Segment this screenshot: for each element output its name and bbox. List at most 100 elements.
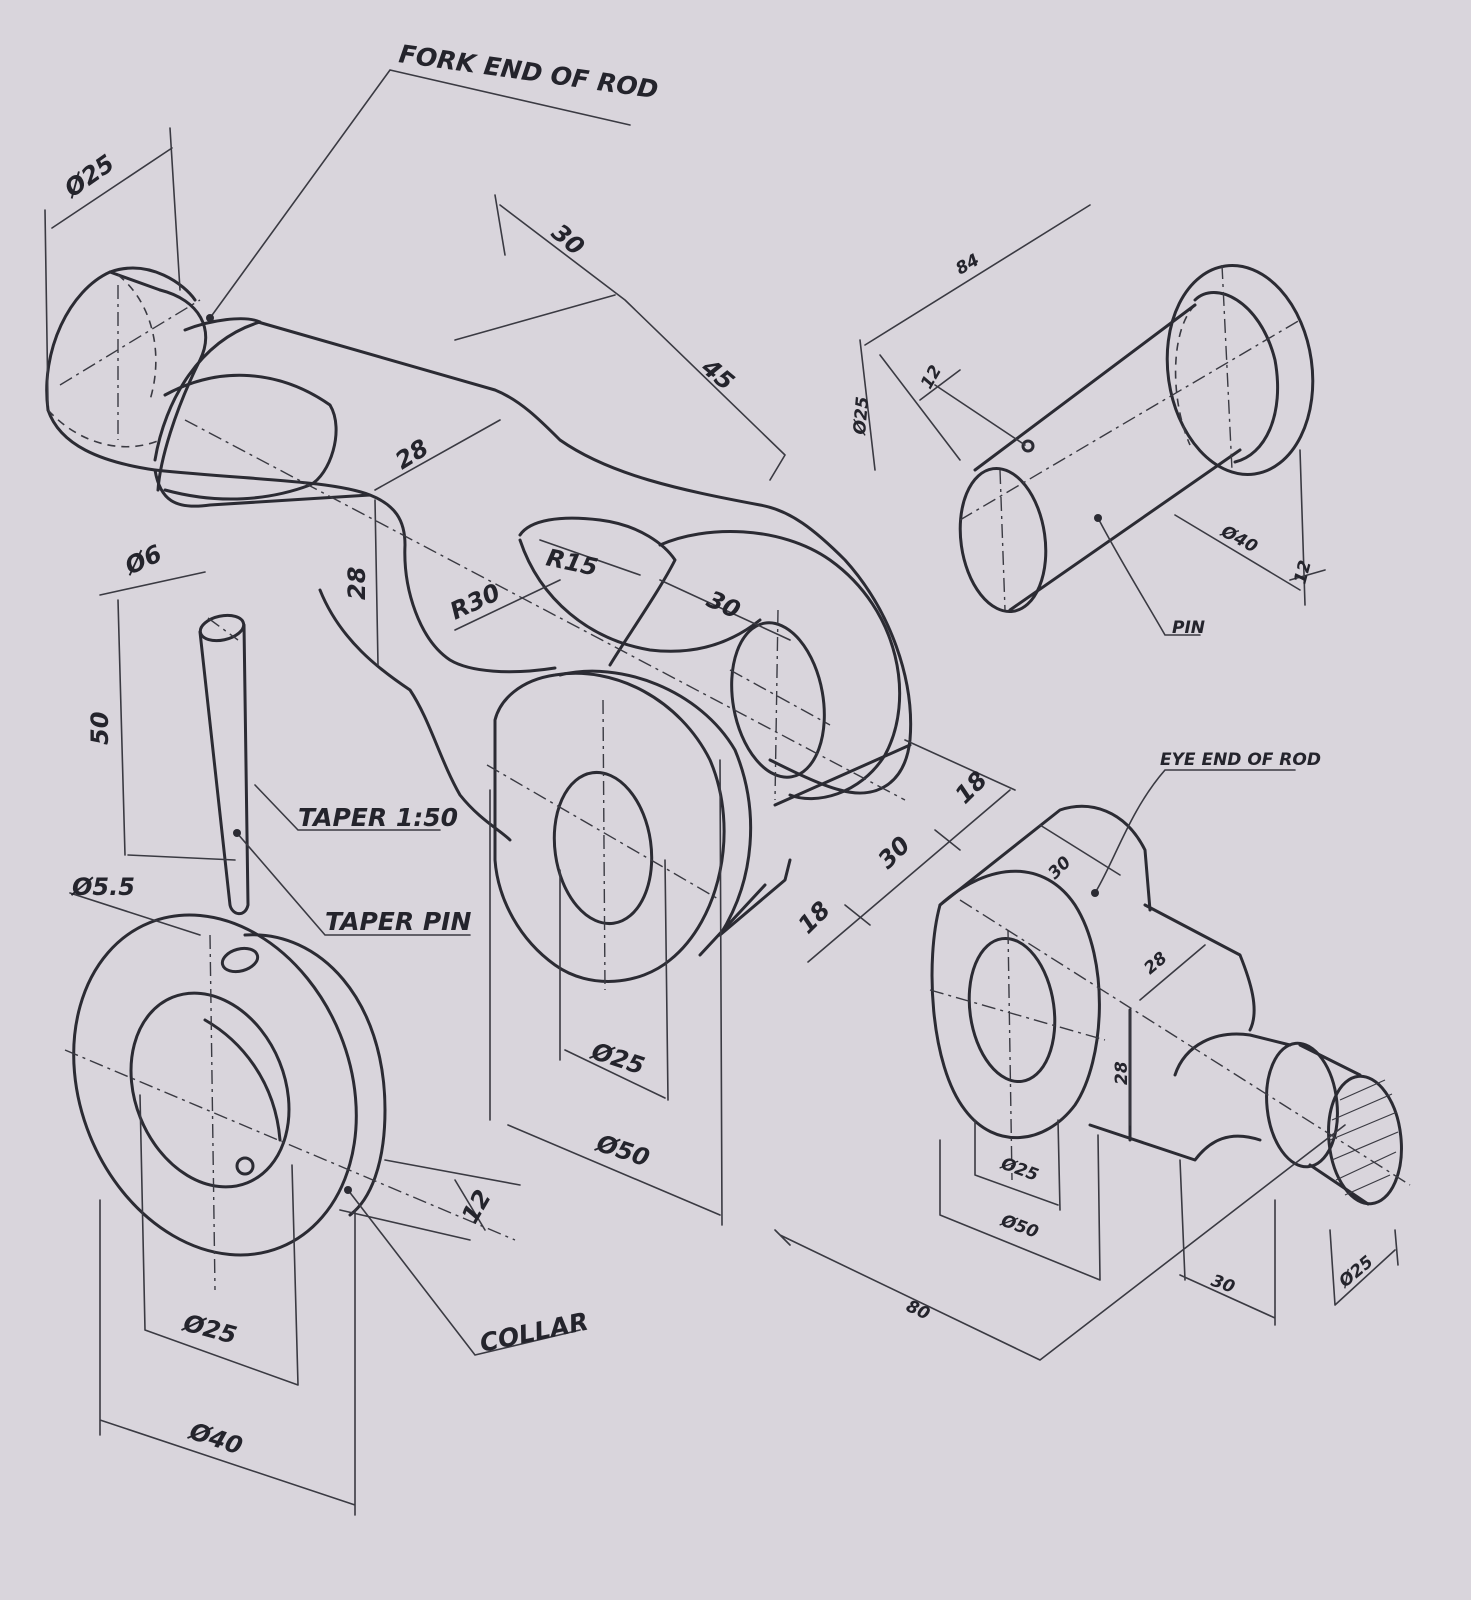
fork-28-side-text: 28 xyxy=(343,567,371,600)
pin xyxy=(859,204,1326,636)
fork-18-a-text: 18 xyxy=(949,766,992,809)
fork-bore25-text: Ø25 xyxy=(586,1036,648,1080)
collar-bore-inner xyxy=(203,1018,282,1142)
fork-web-curve xyxy=(318,588,512,842)
pin-axis xyxy=(959,264,1301,611)
pin-leader-dot xyxy=(1094,514,1102,522)
eye-80-text: 80 xyxy=(903,1296,933,1324)
taper-pin xyxy=(99,571,471,936)
fork-front-boss-side xyxy=(558,669,767,957)
collar-hole-text: Ø5.5 xyxy=(70,873,135,901)
eye-end-label: EYE END OF ROD xyxy=(1160,750,1321,770)
fork-front-boss-outer xyxy=(493,671,726,983)
collar-leader xyxy=(347,1189,581,1356)
pin-shank-body xyxy=(973,303,1242,612)
fork-arm-outline xyxy=(153,320,913,795)
fork-collar-ring xyxy=(153,288,262,492)
collar-bore25-text: Ø25 xyxy=(179,1308,240,1349)
collar-side xyxy=(243,933,387,1217)
eye-leader xyxy=(1094,769,1296,894)
eye-bore25-text: Ø25 xyxy=(997,1154,1041,1186)
fork-dia25-text: Ø25 xyxy=(58,149,120,204)
fork-r15-text: R15 xyxy=(544,543,601,581)
eye-centre-lines xyxy=(929,929,1106,1181)
collar-leader-dot xyxy=(344,1186,352,1194)
eye-leader-dot xyxy=(1091,889,1099,897)
eye-boss50-text: Ø50 xyxy=(997,1211,1041,1243)
fork-30-text: 30 xyxy=(546,218,590,261)
fork-28-top-text: 28 xyxy=(390,434,433,475)
taper-ratio-label: TAPER 1:50 xyxy=(298,803,458,832)
eye-rod-end xyxy=(1327,1074,1403,1206)
fork-rod-body xyxy=(46,270,162,472)
pin-leader xyxy=(1097,517,1201,636)
fork-main-axis xyxy=(184,419,906,801)
fork-end-label: FORK END OF ROD xyxy=(397,39,660,104)
pin-head40-text: Ø40 xyxy=(1217,521,1261,557)
fork-front-boss-centre xyxy=(486,699,721,991)
eye-boss-top xyxy=(938,804,1152,912)
collar-pin-hole xyxy=(220,946,260,974)
collar-outer-face xyxy=(72,913,358,1257)
fork-rod-end-face xyxy=(45,266,197,412)
fork-end-of-rod xyxy=(45,69,913,991)
fork-boss50-text: Ø50 xyxy=(591,1128,653,1172)
taper-50-text: 50 xyxy=(86,712,114,745)
fork-30-hole-text: 30 xyxy=(702,585,744,624)
taper-pin-axis xyxy=(207,617,239,641)
taper-pin-dims xyxy=(99,571,471,936)
taper-pin-top xyxy=(198,613,246,643)
fork-rod-axis xyxy=(59,285,201,440)
eye-end-of-rod xyxy=(774,769,1411,1361)
fork-front-boss-hole xyxy=(552,770,654,926)
pin-12-b-text: 12 xyxy=(1291,558,1316,586)
pin-dia25-text: Ø25 xyxy=(850,396,873,437)
eye-rod-hatching xyxy=(1329,1079,1399,1196)
fork-leader-dot xyxy=(209,69,631,319)
eye-28-side-text: 28 xyxy=(1112,1061,1132,1085)
pin-dim-lines xyxy=(859,204,1326,606)
eye-bore xyxy=(967,936,1057,1084)
fork-rod-slot xyxy=(163,373,338,501)
pin-hole-mark xyxy=(1021,439,1035,453)
dimension-texts: Ø25 30 45 28 28 R15 R30 30 18 30 18 Ø25 … xyxy=(58,149,1378,1460)
collar-dims xyxy=(69,892,521,1516)
eye-28-top-text: 28 xyxy=(1140,948,1171,979)
eye-dims xyxy=(774,824,1399,1361)
collar-centre-mark xyxy=(235,1156,255,1176)
eye-main-axis xyxy=(959,899,1411,1186)
fork-leader-dot-mark xyxy=(206,314,214,322)
taper-pin-body xyxy=(198,623,250,916)
eye-shank xyxy=(1088,903,1262,1162)
pin-12-a-text: 12 xyxy=(917,362,946,393)
fork-lower-edge xyxy=(718,743,912,937)
pin-head-face xyxy=(1165,264,1315,476)
pin-head-inner xyxy=(1193,291,1280,464)
collar-bore xyxy=(129,991,291,1189)
fork-45-text: 45 xyxy=(695,353,739,397)
pin-head-hidden xyxy=(1174,304,1196,446)
taper-pin-label: TAPER PIN xyxy=(325,907,471,936)
fork-r30-text: R30 xyxy=(446,578,505,625)
eye-boss-outline xyxy=(930,869,1101,1140)
fork-18-c-text: 18 xyxy=(792,896,835,939)
fork-right-eye-centre xyxy=(729,609,831,801)
fork-upper-web xyxy=(518,516,677,667)
fork-30-b-text: 30 xyxy=(872,831,915,874)
collar-dia40-text: Ø40 xyxy=(184,1416,246,1460)
eye-slot xyxy=(1173,1032,1292,1077)
collar xyxy=(64,892,581,1516)
collar-label: COLLAR xyxy=(477,1307,591,1358)
pin-label: PIN xyxy=(1172,618,1205,638)
fork-rod-hidden-edge xyxy=(47,274,161,448)
fork-right-eye-hole xyxy=(730,621,826,779)
taper-dia6-text: Ø6 xyxy=(119,539,166,581)
eye-30-shank-text: 30 xyxy=(1208,1271,1237,1298)
collar-centre-lines xyxy=(64,934,516,1291)
part-labels: FORK END OF ROD PIN EYE END OF ROD TAPER… xyxy=(298,39,1321,1358)
fork-right-eye-outer xyxy=(658,529,902,801)
fork-lug-arc xyxy=(518,538,762,653)
taper-pin-leader-dot xyxy=(233,829,241,837)
